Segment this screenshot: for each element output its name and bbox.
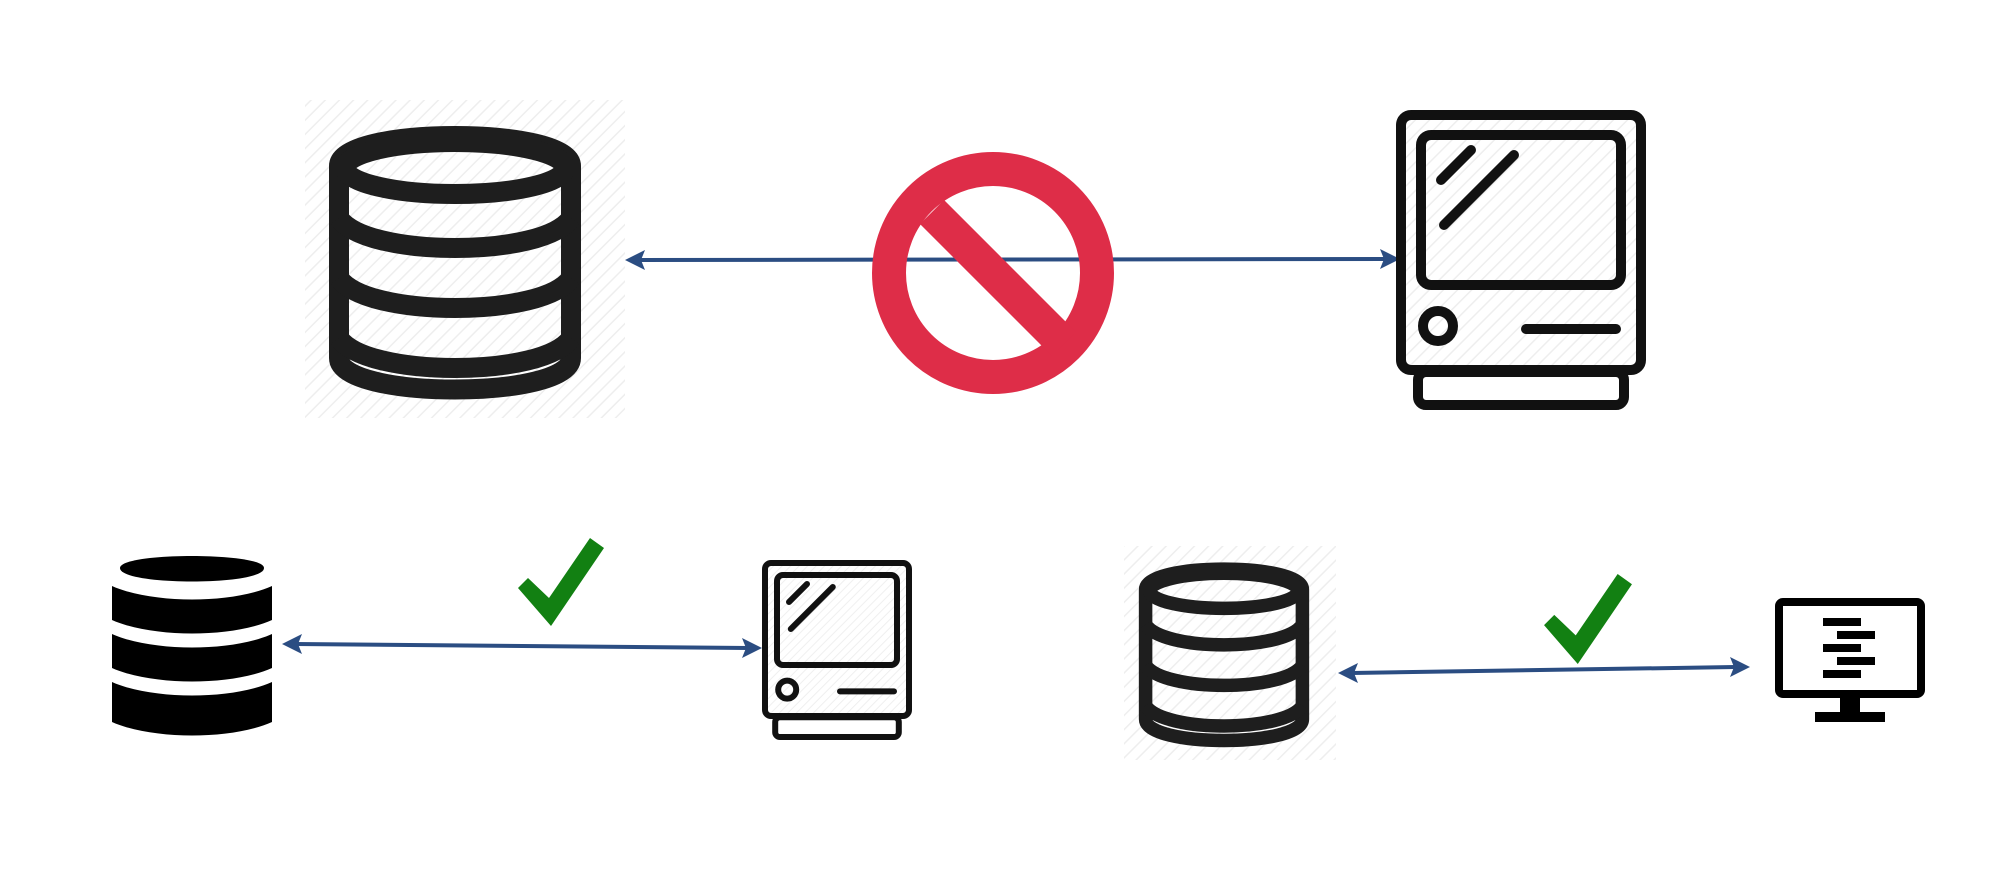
scene-top bbox=[305, 100, 1641, 418]
double-headed-arrow bbox=[282, 634, 762, 658]
retro-computer-icon bbox=[1401, 115, 1641, 405]
scene-bottom-left bbox=[112, 538, 909, 737]
double-headed-arrow bbox=[625, 249, 1400, 270]
retro-computer-icon bbox=[765, 563, 909, 737]
double-headed-arrow bbox=[1338, 657, 1750, 683]
prohibited-icon bbox=[872, 152, 1114, 394]
scene-bottom-right bbox=[1124, 546, 1921, 760]
